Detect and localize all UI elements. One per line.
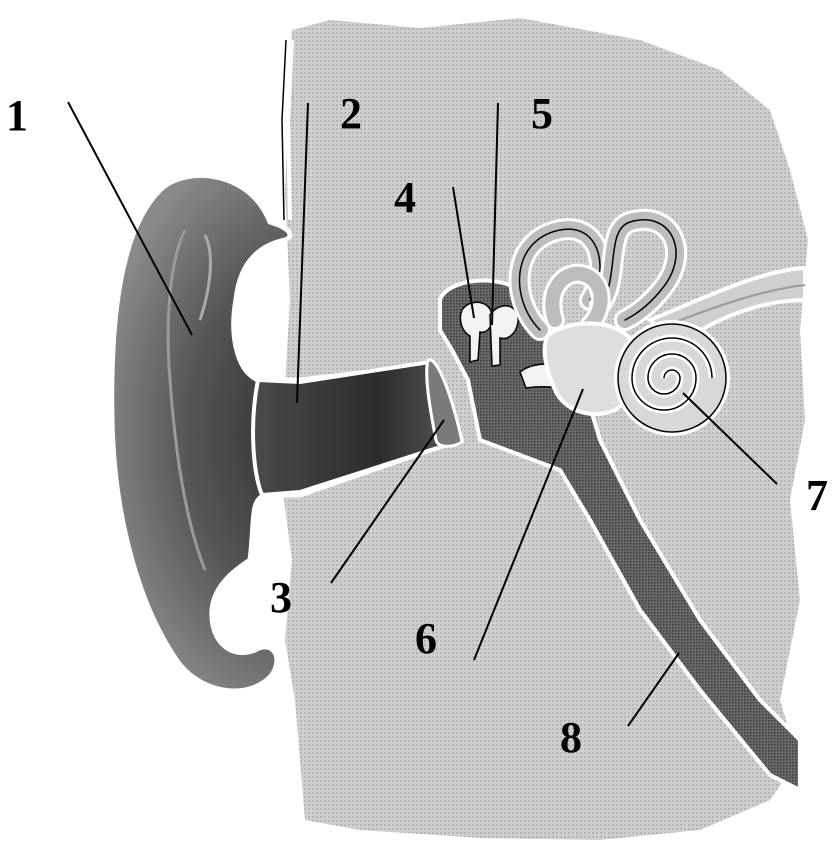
cochlea (614, 320, 730, 436)
label-5: 5 (531, 89, 553, 138)
label-2: 2 (340, 89, 362, 138)
label-3: 3 (270, 573, 292, 622)
label-8: 8 (560, 713, 582, 762)
label-1: 1 (6, 91, 28, 140)
label-7: 7 (806, 471, 828, 520)
label-4: 4 (394, 173, 416, 222)
label-6: 6 (415, 614, 437, 663)
